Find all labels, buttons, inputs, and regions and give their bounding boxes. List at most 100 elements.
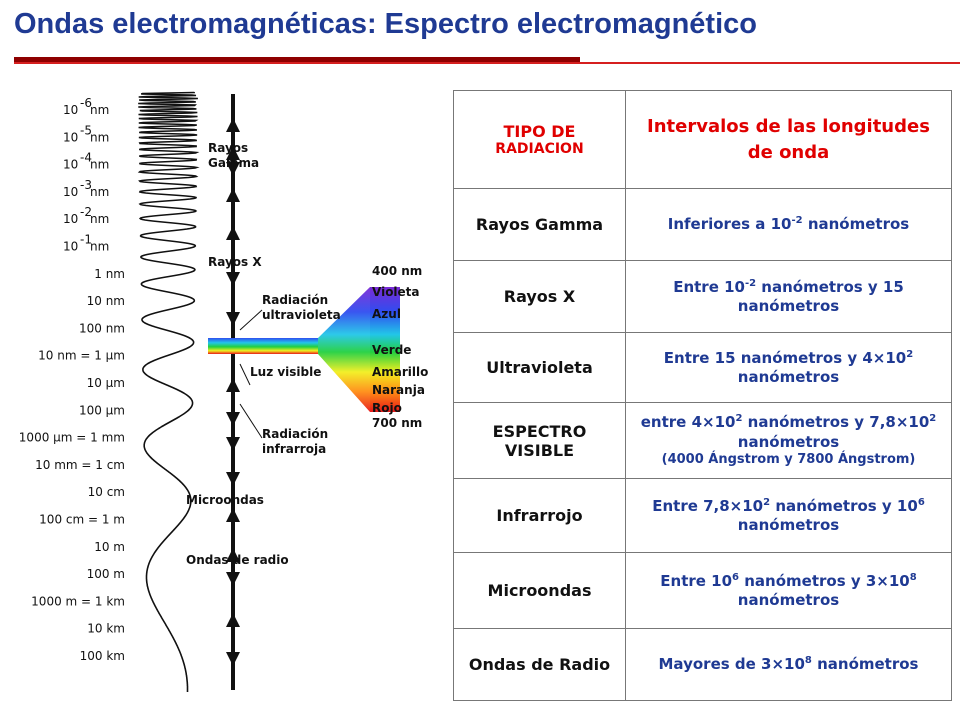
scale-label: 100 m — [87, 567, 125, 581]
row-type: Microondas — [453, 552, 626, 629]
scale-label: 100 cm = 1 m — [39, 513, 125, 527]
header-range-text: Intervalos de las longitudes de onda — [647, 116, 930, 163]
band-label-micro: Microondas — [186, 493, 264, 507]
color-label: Azul — [372, 307, 401, 321]
table-header-row: TIPO DE RADIACION Intervalos de las long… — [453, 90, 952, 189]
visible-pointer — [239, 363, 251, 386]
scale-label: 10 mm = 1 cm — [35, 458, 125, 472]
row-range: Entre 106 nanómetros y 3×108 nanómetros — [625, 552, 952, 629]
scale-label: 1000 μm = 1 mm — [19, 431, 125, 445]
scale-label: 10 nm = 1 μm — [38, 349, 125, 363]
scale-unit: nm — [90, 185, 109, 199]
visible-fan — [318, 287, 370, 412]
scale-unit: nm — [90, 103, 109, 117]
scale-label: 10 — [63, 240, 78, 254]
table-row: ESPECTRO VISIBLE entre 4×102 nanómetros … — [453, 402, 952, 479]
color-label: Violeta — [372, 285, 420, 299]
row-range: entre 4×102 nanómetros y 7,8×102 nanómet… — [625, 402, 952, 479]
visible-spectrum-strip — [370, 287, 400, 412]
title-rule-red — [14, 62, 960, 64]
scale-label: 10 — [63, 212, 78, 226]
arrow-down-icon — [226, 412, 240, 426]
table-row: Ultravioleta Entre 15 nanómetros y 4×102… — [453, 332, 952, 403]
arrow-up-icon — [226, 188, 240, 202]
band-label-radio: Ondas de radio — [186, 553, 289, 567]
row-range: Entre 7,8×102 nanómetros y 106 nanómetro… — [625, 478, 952, 553]
scale-exponent: -5 — [80, 123, 92, 137]
arrow-down-icon — [226, 437, 240, 451]
row-type: Infrarrojo — [453, 478, 626, 553]
arrow-down-icon — [226, 472, 240, 486]
header-type-line2: RADIACION — [495, 141, 584, 157]
arrow-up-icon — [226, 146, 240, 160]
scale-unit: nm — [90, 130, 109, 144]
table-row: Ondas de Radio Mayores de 3×108 nanómetr… — [453, 628, 952, 701]
page-title: Ondas electromagnéticas: Espectro electr… — [14, 8, 757, 40]
header-range: Intervalos de las longitudes de onda — [625, 90, 952, 189]
arrow-down-icon — [226, 312, 240, 326]
color-label: Amarillo — [372, 365, 428, 379]
band-axis-arrows — [226, 118, 240, 666]
arrow-up-icon — [226, 226, 240, 240]
scale-exponent: -1 — [80, 233, 92, 247]
header-type-line1: TIPO DE — [503, 122, 576, 141]
arrow-up-icon — [226, 508, 240, 522]
scale-label: 10 — [63, 130, 78, 144]
visible-top-label: 400 nm — [372, 264, 422, 278]
band-label-ir: Radiación — [262, 427, 328, 441]
color-label: Naranja — [372, 383, 425, 397]
scale-label: 1000 m = 1 km — [31, 594, 125, 608]
color-label: Rojo — [372, 401, 402, 415]
arrow-up-icon — [226, 613, 240, 627]
scale-label: 10 nm — [87, 294, 125, 308]
band-label-gamma: Rayos — [208, 141, 248, 155]
scale-label: 1 nm — [94, 267, 125, 281]
table-row: Rayos Gamma Inferiores a 10-2 nanómetros — [453, 188, 952, 261]
scale-exponent: -6 — [80, 96, 92, 110]
title-rule-dark — [14, 57, 580, 62]
arrow-up-icon — [226, 378, 240, 392]
scale-unit: nm — [90, 240, 109, 254]
scale-exponent: -3 — [80, 178, 92, 192]
scale-unit: nm — [90, 212, 109, 226]
band-label-gamma: Gamma — [208, 156, 259, 170]
band-label-ir: infrarroja — [262, 442, 326, 456]
scale-label: 10 km — [87, 622, 125, 636]
scale-label: 10 — [63, 103, 78, 117]
scale-exponent: -4 — [80, 151, 92, 165]
visible-beam — [208, 338, 318, 354]
scale-label: 10 m — [94, 540, 125, 554]
scale-exponent: -2 — [80, 205, 92, 219]
arrow-down-icon — [226, 652, 240, 666]
row-type: Ultravioleta — [453, 332, 626, 403]
row-range: Inferiores a 10-2 nanómetros — [625, 188, 952, 261]
header-type: TIPO DE RADIACION — [453, 90, 626, 189]
scale-label: 10 — [63, 158, 78, 172]
row-type: Ondas de Radio — [453, 628, 626, 701]
row-range: Mayores de 3×108 nanómetros — [625, 628, 952, 701]
scale-label: 10 — [63, 185, 78, 199]
row-range: Entre 15 nanómetros y 4×102 nanómetros — [625, 332, 952, 403]
scale-label: 10 cm — [88, 485, 125, 499]
ir-pointer — [239, 403, 263, 439]
scale-label: 100 μm — [79, 403, 125, 417]
row-type: Rayos X — [453, 260, 626, 333]
table-row: Rayos X Entre 10-2 nanómetros y 15 nanóm… — [453, 260, 952, 333]
scale-label: 100 km — [80, 649, 125, 663]
arrow-down-icon — [226, 162, 240, 176]
visible-bottom-label: 700 nm — [372, 416, 422, 430]
wave-curve — [137, 91, 200, 692]
color-label: Verde — [372, 343, 411, 357]
arrow-up-icon — [226, 118, 240, 132]
table-row: Infrarrojo Entre 7,8×102 nanómetros y 10… — [453, 478, 952, 553]
row-range: Entre 10-2 nanómetros y 15 nanómetros — [625, 260, 952, 333]
row-type: ESPECTRO VISIBLE — [453, 402, 626, 479]
row-type: Rayos Gamma — [453, 188, 626, 261]
visible-angstrom-note: (4000 Ángstrom y 7800 Ángstrom) — [661, 452, 916, 468]
scale-label: 100 nm — [79, 321, 125, 335]
scale-label: 10 μm — [87, 376, 125, 390]
table-row: Microondas Entre 106 nanómetros y 3×108 … — [453, 552, 952, 629]
